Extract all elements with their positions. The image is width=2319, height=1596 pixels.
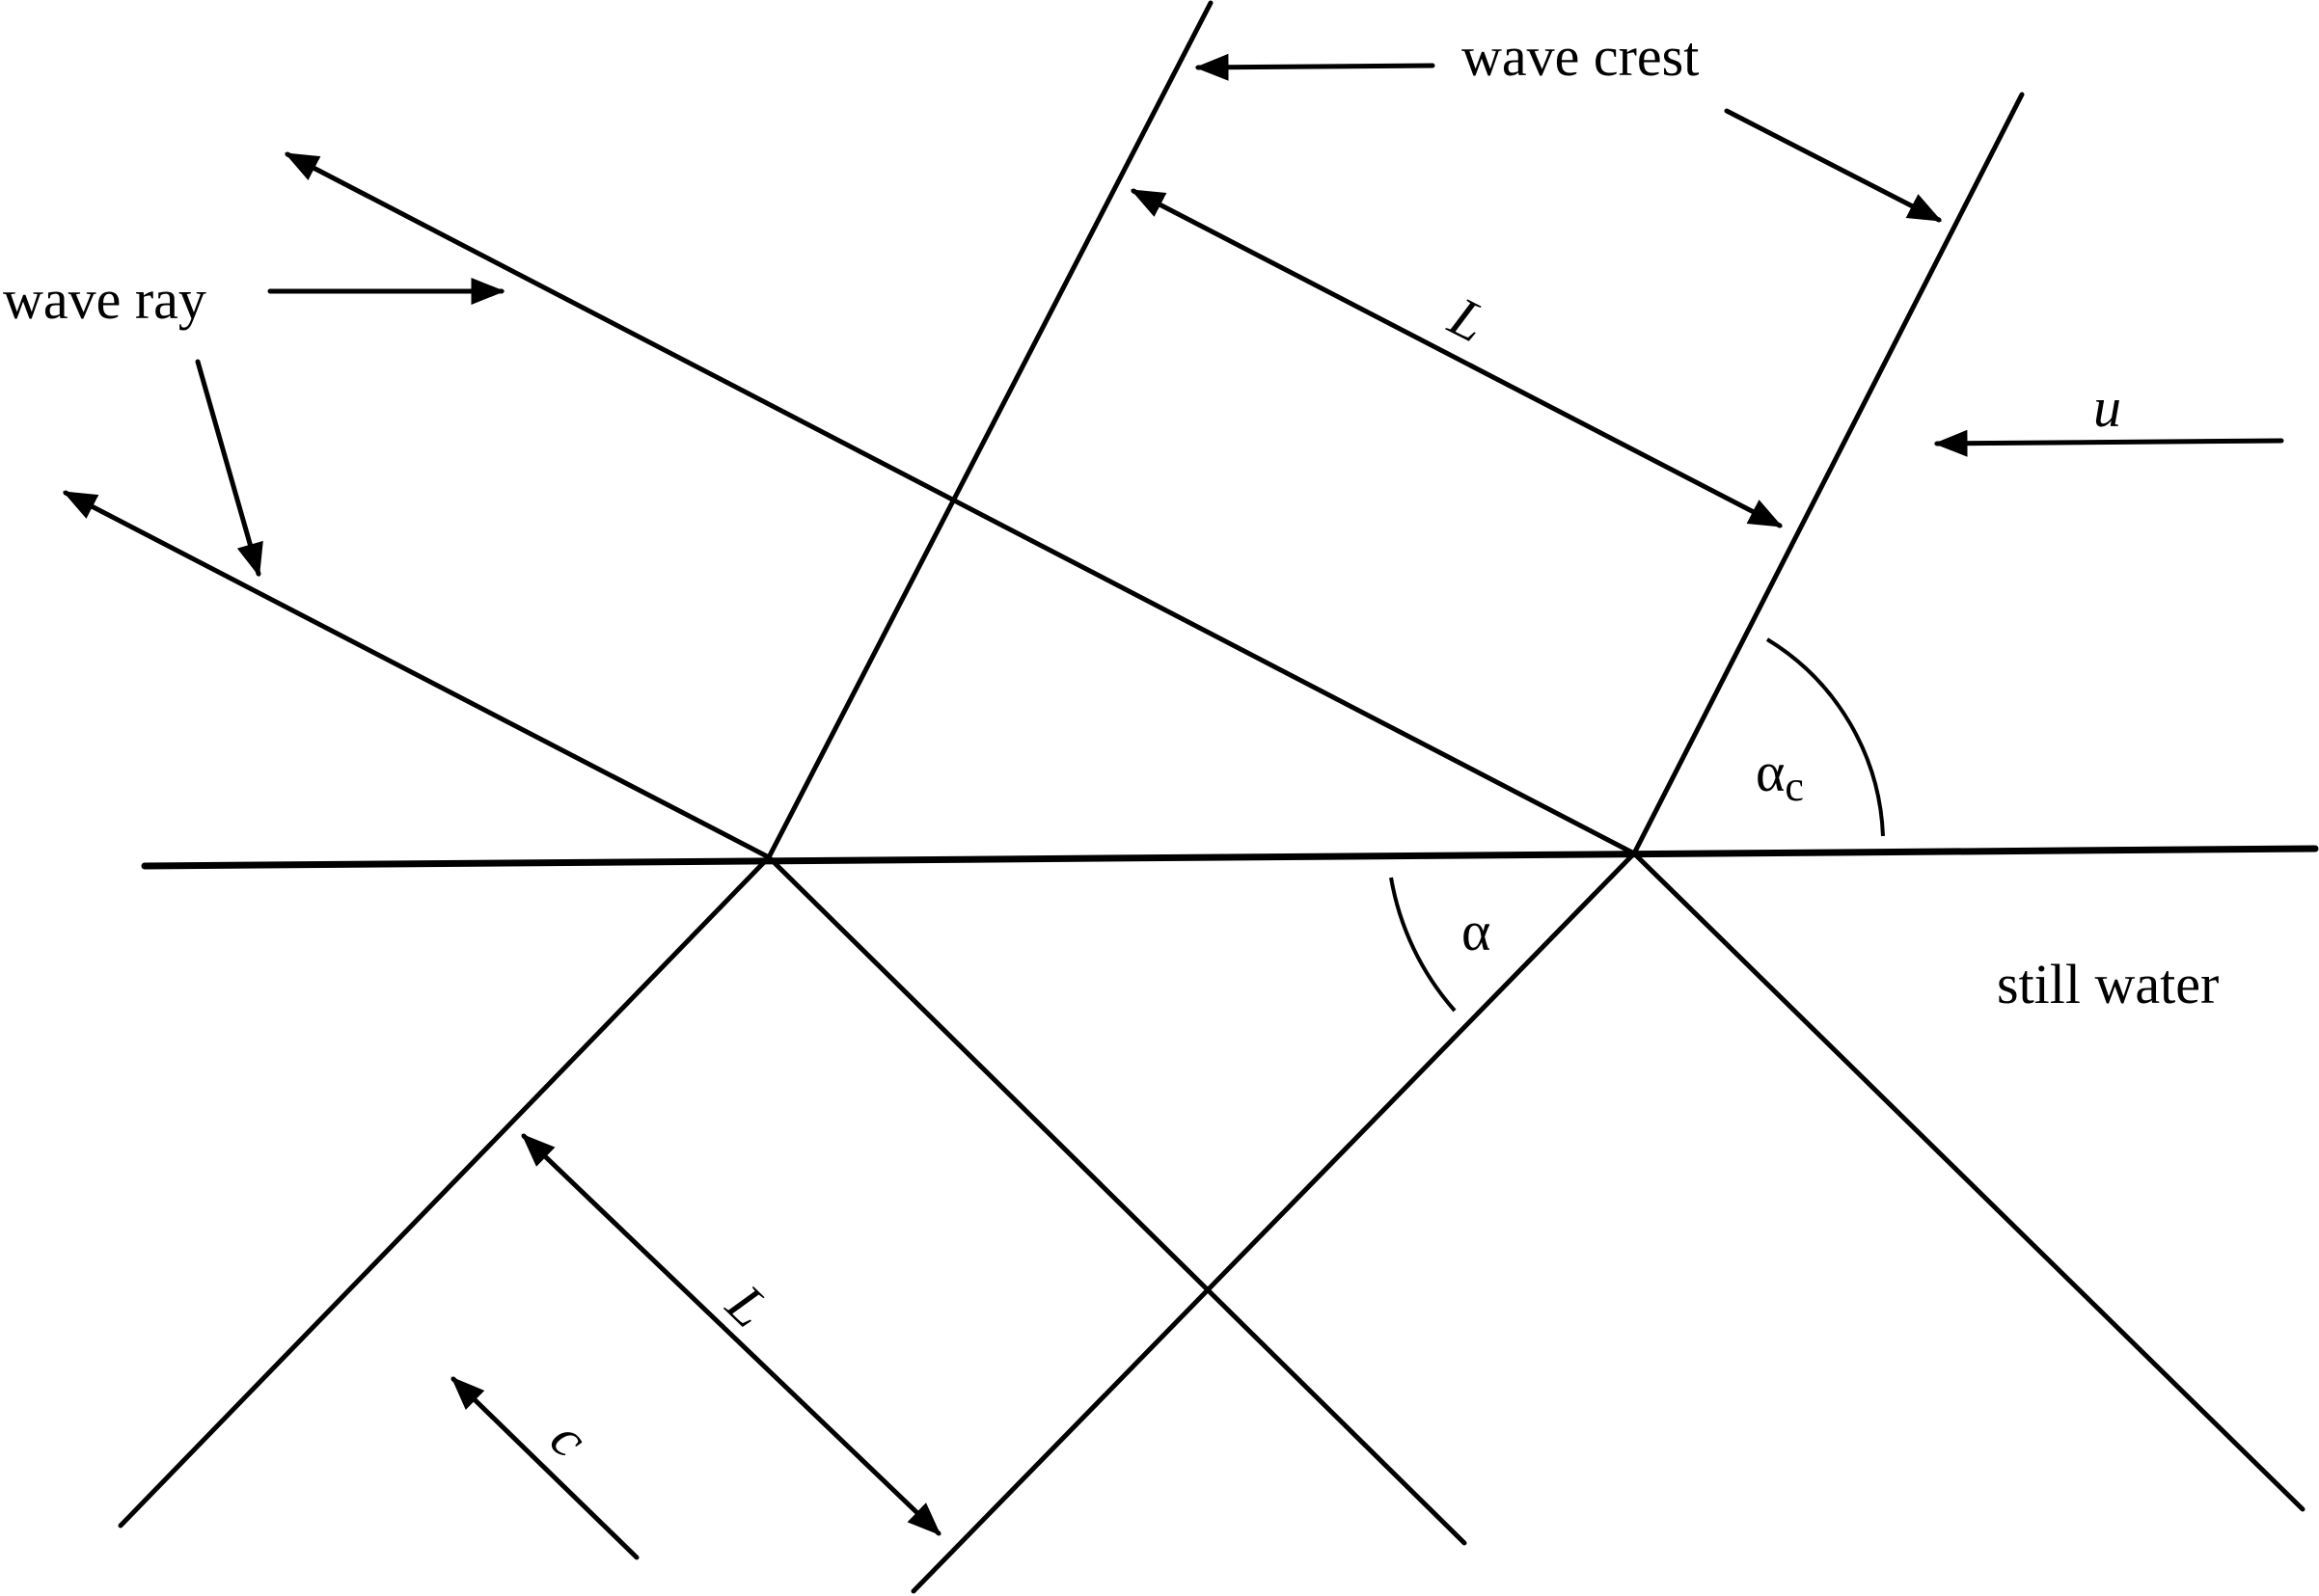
wave-crest-pointer-arrow-2	[1724, 108, 1943, 223]
wave-ray-1-lower	[766, 854, 1467, 1546]
angle-alpha-c-arc	[1765, 637, 1885, 837]
wave-crest-pointer-arrow	[1194, 53, 1435, 81]
angle-alpha-c-label: αc	[1756, 741, 1804, 810]
wave-crest-line-2-upper	[1631, 92, 2025, 856]
angle-alpha-c-symbol: α	[1756, 741, 1785, 803]
wave-crest-line-2-lower	[911, 851, 1637, 1594]
angle-alpha-label: α	[1461, 900, 1490, 962]
wavelength-arrow-top	[1130, 188, 1784, 528]
wave-ray-2-upper	[284, 151, 1637, 856]
current-velocity-arrow	[1933, 429, 2284, 457]
current-velocity-label: u	[2093, 376, 2121, 439]
wave-ray-2-lower	[1631, 851, 2305, 1512]
still-water-label: still water	[1997, 953, 2219, 1015]
wave-crest-line-1-lower	[118, 854, 772, 1528]
celerity-arrow	[450, 1376, 640, 1560]
wave-ray-label: wave ray	[3, 268, 206, 331]
angle-alpha-c-subscript: c	[1785, 763, 1804, 810]
wave-ray-pointer-arrow-2	[195, 359, 263, 578]
wavelength-label-top: L	[1439, 284, 1496, 355]
celerity-label: c	[538, 1407, 600, 1470]
angle-alpha-arc	[1389, 877, 1457, 1013]
wave-crest-label: wave crest	[1461, 25, 1699, 88]
wavelength-arrow-bottom	[521, 1133, 941, 1536]
current-boundary-line	[141, 845, 2319, 870]
wave-crest-line-1-upper	[766, 0, 1214, 860]
wave-ray-1-upper	[62, 490, 772, 860]
